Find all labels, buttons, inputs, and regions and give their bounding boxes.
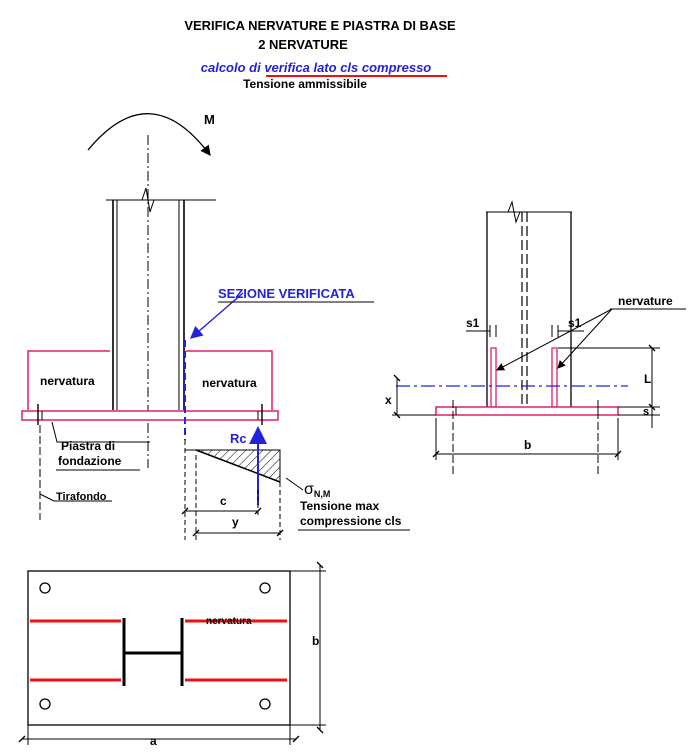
stress-label-1: Tensione max <box>300 499 379 513</box>
dim-L-label: L <box>644 372 651 386</box>
dim-b-side-label: b <box>524 438 531 452</box>
dim-x-label: x <box>385 393 392 407</box>
plate-label-1: Piastra di <box>61 439 115 453</box>
sigma-label: σN,M <box>304 481 330 499</box>
subtitle-part2: lato cls compresso <box>313 60 431 75</box>
dim-a-plan-label: a <box>150 734 157 748</box>
dim-s-label: s <box>643 406 649 418</box>
base-plate <box>21 410 279 421</box>
ribs-label: nervature <box>618 294 673 308</box>
plan-hole-bl <box>39 698 51 710</box>
title-line1: VERIFICA NERVATURE E PIASTRA DI BASE <box>184 18 456 33</box>
dim-y-label: y <box>232 515 239 529</box>
side-base-plate <box>435 406 619 416</box>
plan-plate <box>27 570 291 726</box>
stress-label-2: compressione cls <box>300 514 402 528</box>
rib-left <box>27 350 110 410</box>
plan-hole-tr <box>259 582 271 594</box>
anchor-label: Tirafondo <box>56 491 107 503</box>
side-rib-left <box>490 347 497 408</box>
s1-right-label: s1 <box>568 316 582 330</box>
rc-label: Rc <box>230 431 247 446</box>
plate-label-2: fondazione <box>58 454 122 468</box>
plan-rib-label: nervatura <box>206 616 252 627</box>
subtitle-part1: calcolo di verifica <box>201 60 314 75</box>
title-line4: Tensione ammissibile <box>243 77 367 91</box>
dim-b-plan-label: b <box>312 634 319 648</box>
moment-arrow <box>87 113 211 157</box>
rib-right-label: nervatura <box>202 376 257 390</box>
rib-left-label: nervatura <box>40 374 95 388</box>
title-line2: 2 NERVATURE <box>258 37 348 52</box>
sigma-subscript: N,M <box>314 489 331 499</box>
rib-right <box>186 350 273 410</box>
plan-hole-tl <box>39 582 51 594</box>
dim-c-label: c <box>220 494 227 508</box>
subtitle: calcolo di verifica lato cls compresso <box>201 60 432 75</box>
side-rib-right <box>551 347 558 408</box>
plan-hole-br <box>259 698 271 710</box>
section-label: SEZIONE VERIFICATA <box>218 286 355 301</box>
s1-left-label: s1 <box>466 316 480 330</box>
moment-label: M <box>204 112 215 127</box>
